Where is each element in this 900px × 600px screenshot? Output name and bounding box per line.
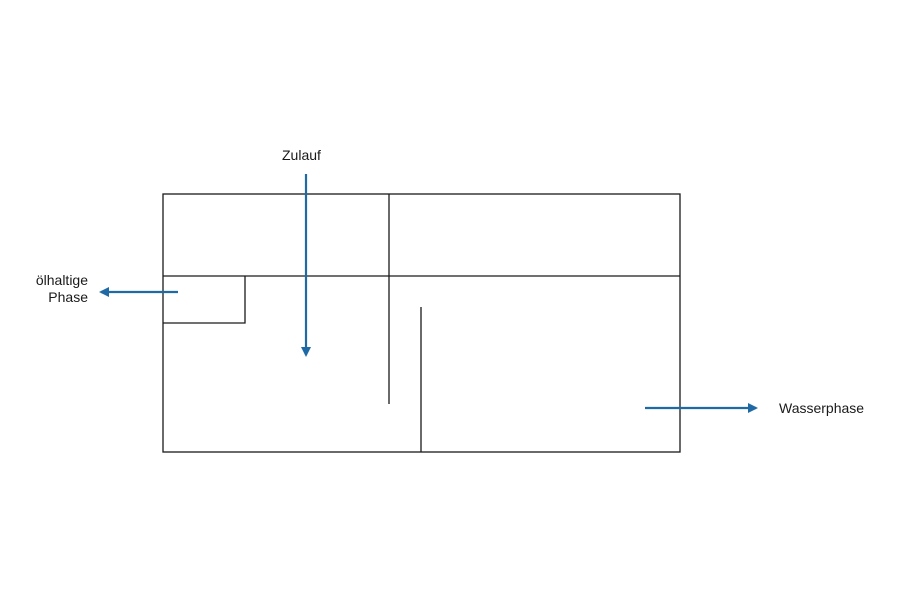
oil-phase-label: ölhaltige Phase: [18, 272, 88, 306]
inlet-label: Zulauf: [282, 147, 321, 163]
water-phase-label: Wasserphase: [779, 400, 865, 416]
oil-collection-trough: [163, 276, 246, 324]
oil-phase-label-line2: Phase: [48, 289, 88, 305]
oil-phase-label-line1: ölhaltige: [35, 272, 88, 288]
